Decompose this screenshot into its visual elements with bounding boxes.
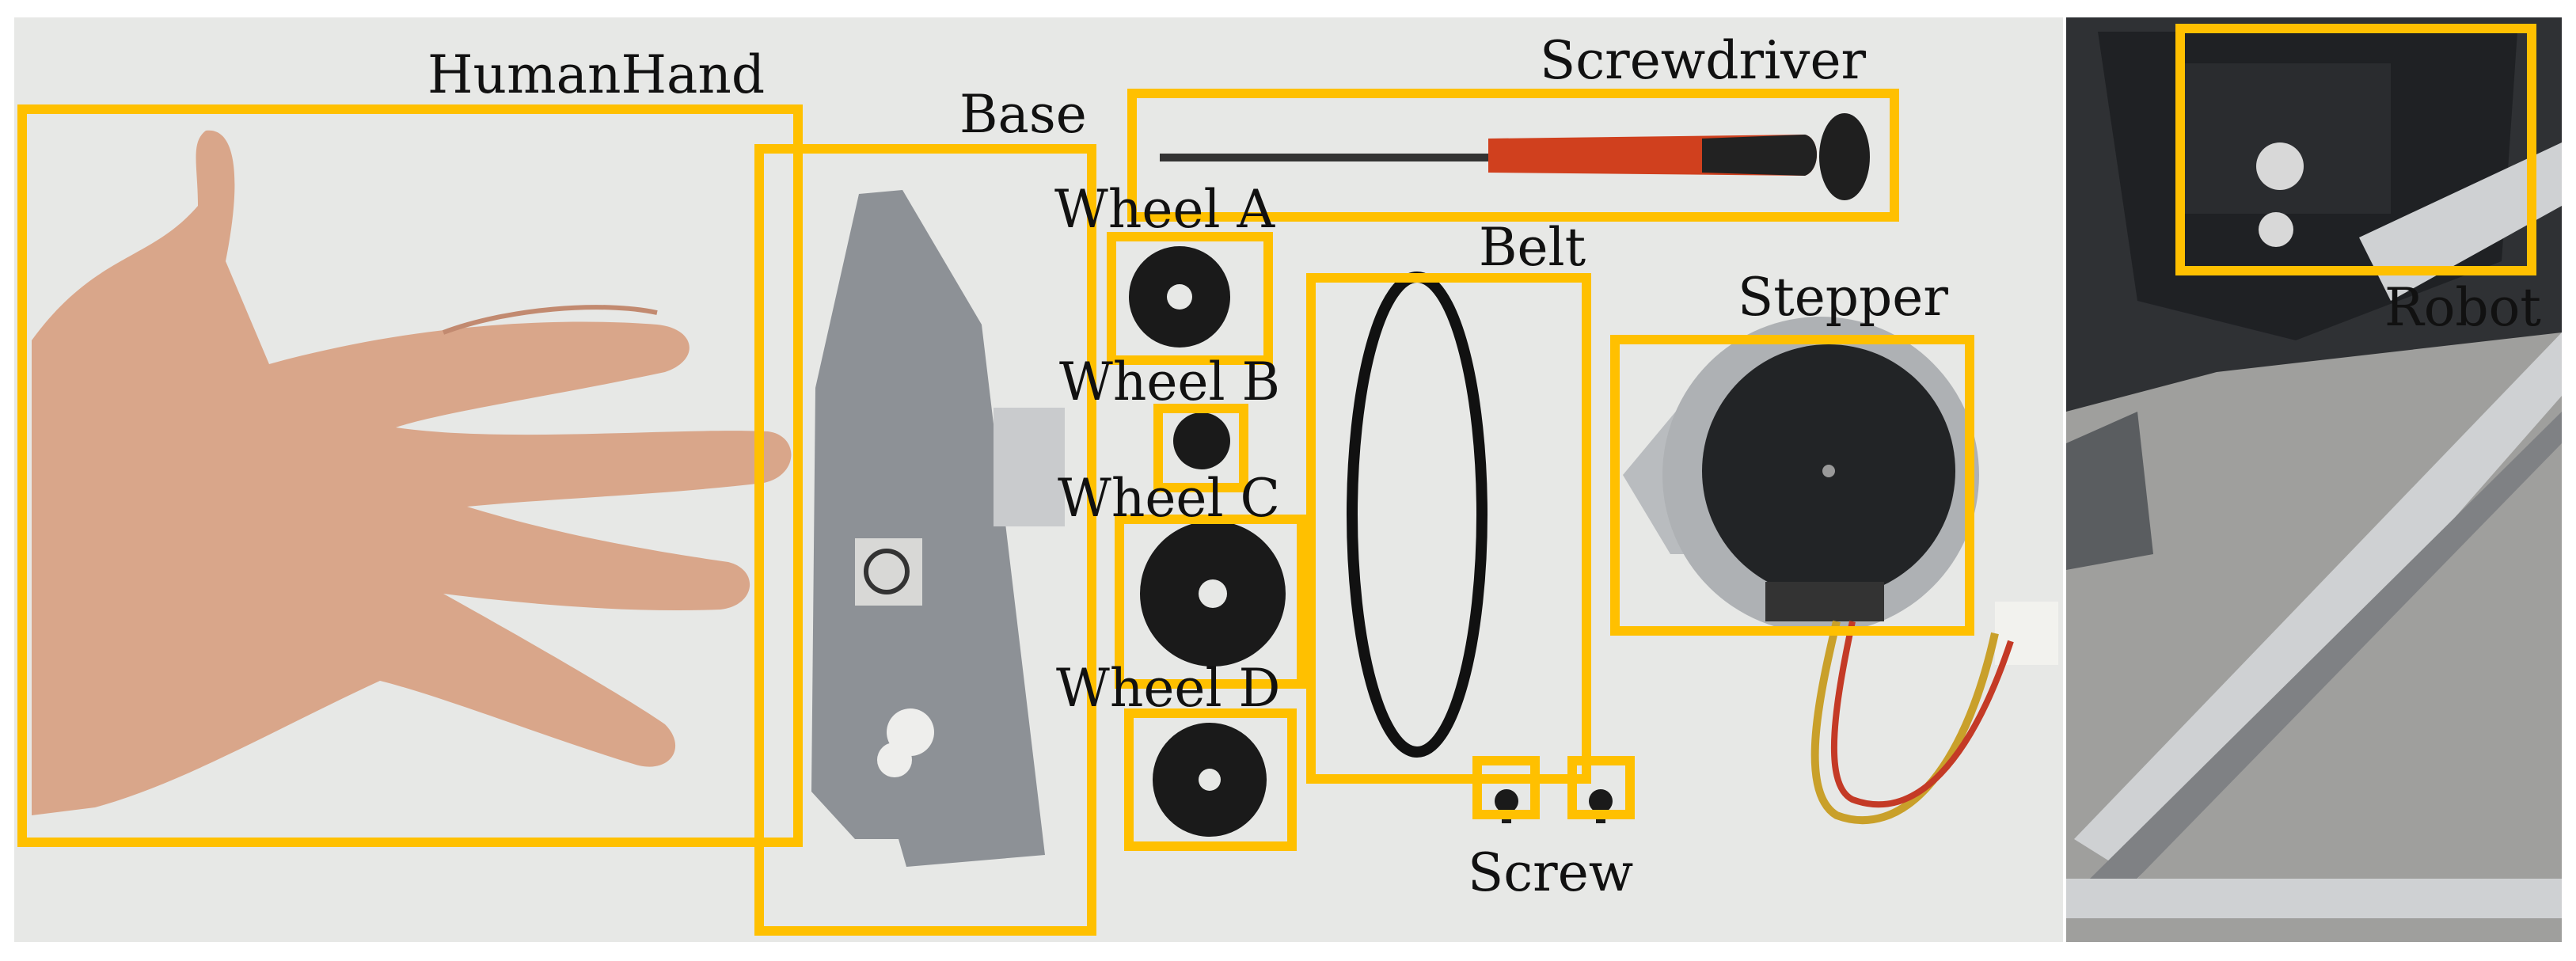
bbox-robot <box>2175 24 2536 275</box>
label-wheel-a: Wheel A <box>1054 179 1275 240</box>
bbox-base <box>754 144 1096 936</box>
stepper-illustration <box>1623 317 2058 825</box>
bbox-screw-2 <box>1567 756 1635 819</box>
label-screw: Screw <box>1468 842 1634 903</box>
bbox-screwdriver <box>1127 89 1899 222</box>
label-base: Base <box>959 84 1087 145</box>
screws <box>1495 789 1613 823</box>
screwdriver-illustration <box>1160 113 1870 200</box>
bbox-human-hand <box>17 104 803 847</box>
label-wheel-b: Wheel B <box>1059 351 1281 412</box>
label-wheel-d: Wheel D <box>1056 658 1281 719</box>
bbox-wheel-c <box>1115 515 1306 689</box>
bbox-belt <box>1306 273 1591 784</box>
label-stepper: Stepper <box>1738 267 1948 328</box>
label-screwdriver: Screwdriver <box>1540 30 1867 91</box>
label-human-hand: HumanHand <box>427 44 766 105</box>
bbox-screw-1 <box>1472 756 1540 819</box>
bbox-wheel-b <box>1153 404 1248 492</box>
bbox-wheel-d <box>1124 708 1297 851</box>
label-belt: Belt <box>1479 217 1586 278</box>
gears <box>1129 246 1286 837</box>
base-plate <box>811 190 1065 867</box>
label-robot: Robot <box>2384 277 2541 338</box>
label-wheel-c: Wheel C <box>1058 468 1281 529</box>
bbox-stepper <box>1610 335 1974 636</box>
robot-photo <box>2066 17 2562 942</box>
hand-illustration <box>32 130 792 816</box>
bbox-wheel-a <box>1107 232 1273 365</box>
